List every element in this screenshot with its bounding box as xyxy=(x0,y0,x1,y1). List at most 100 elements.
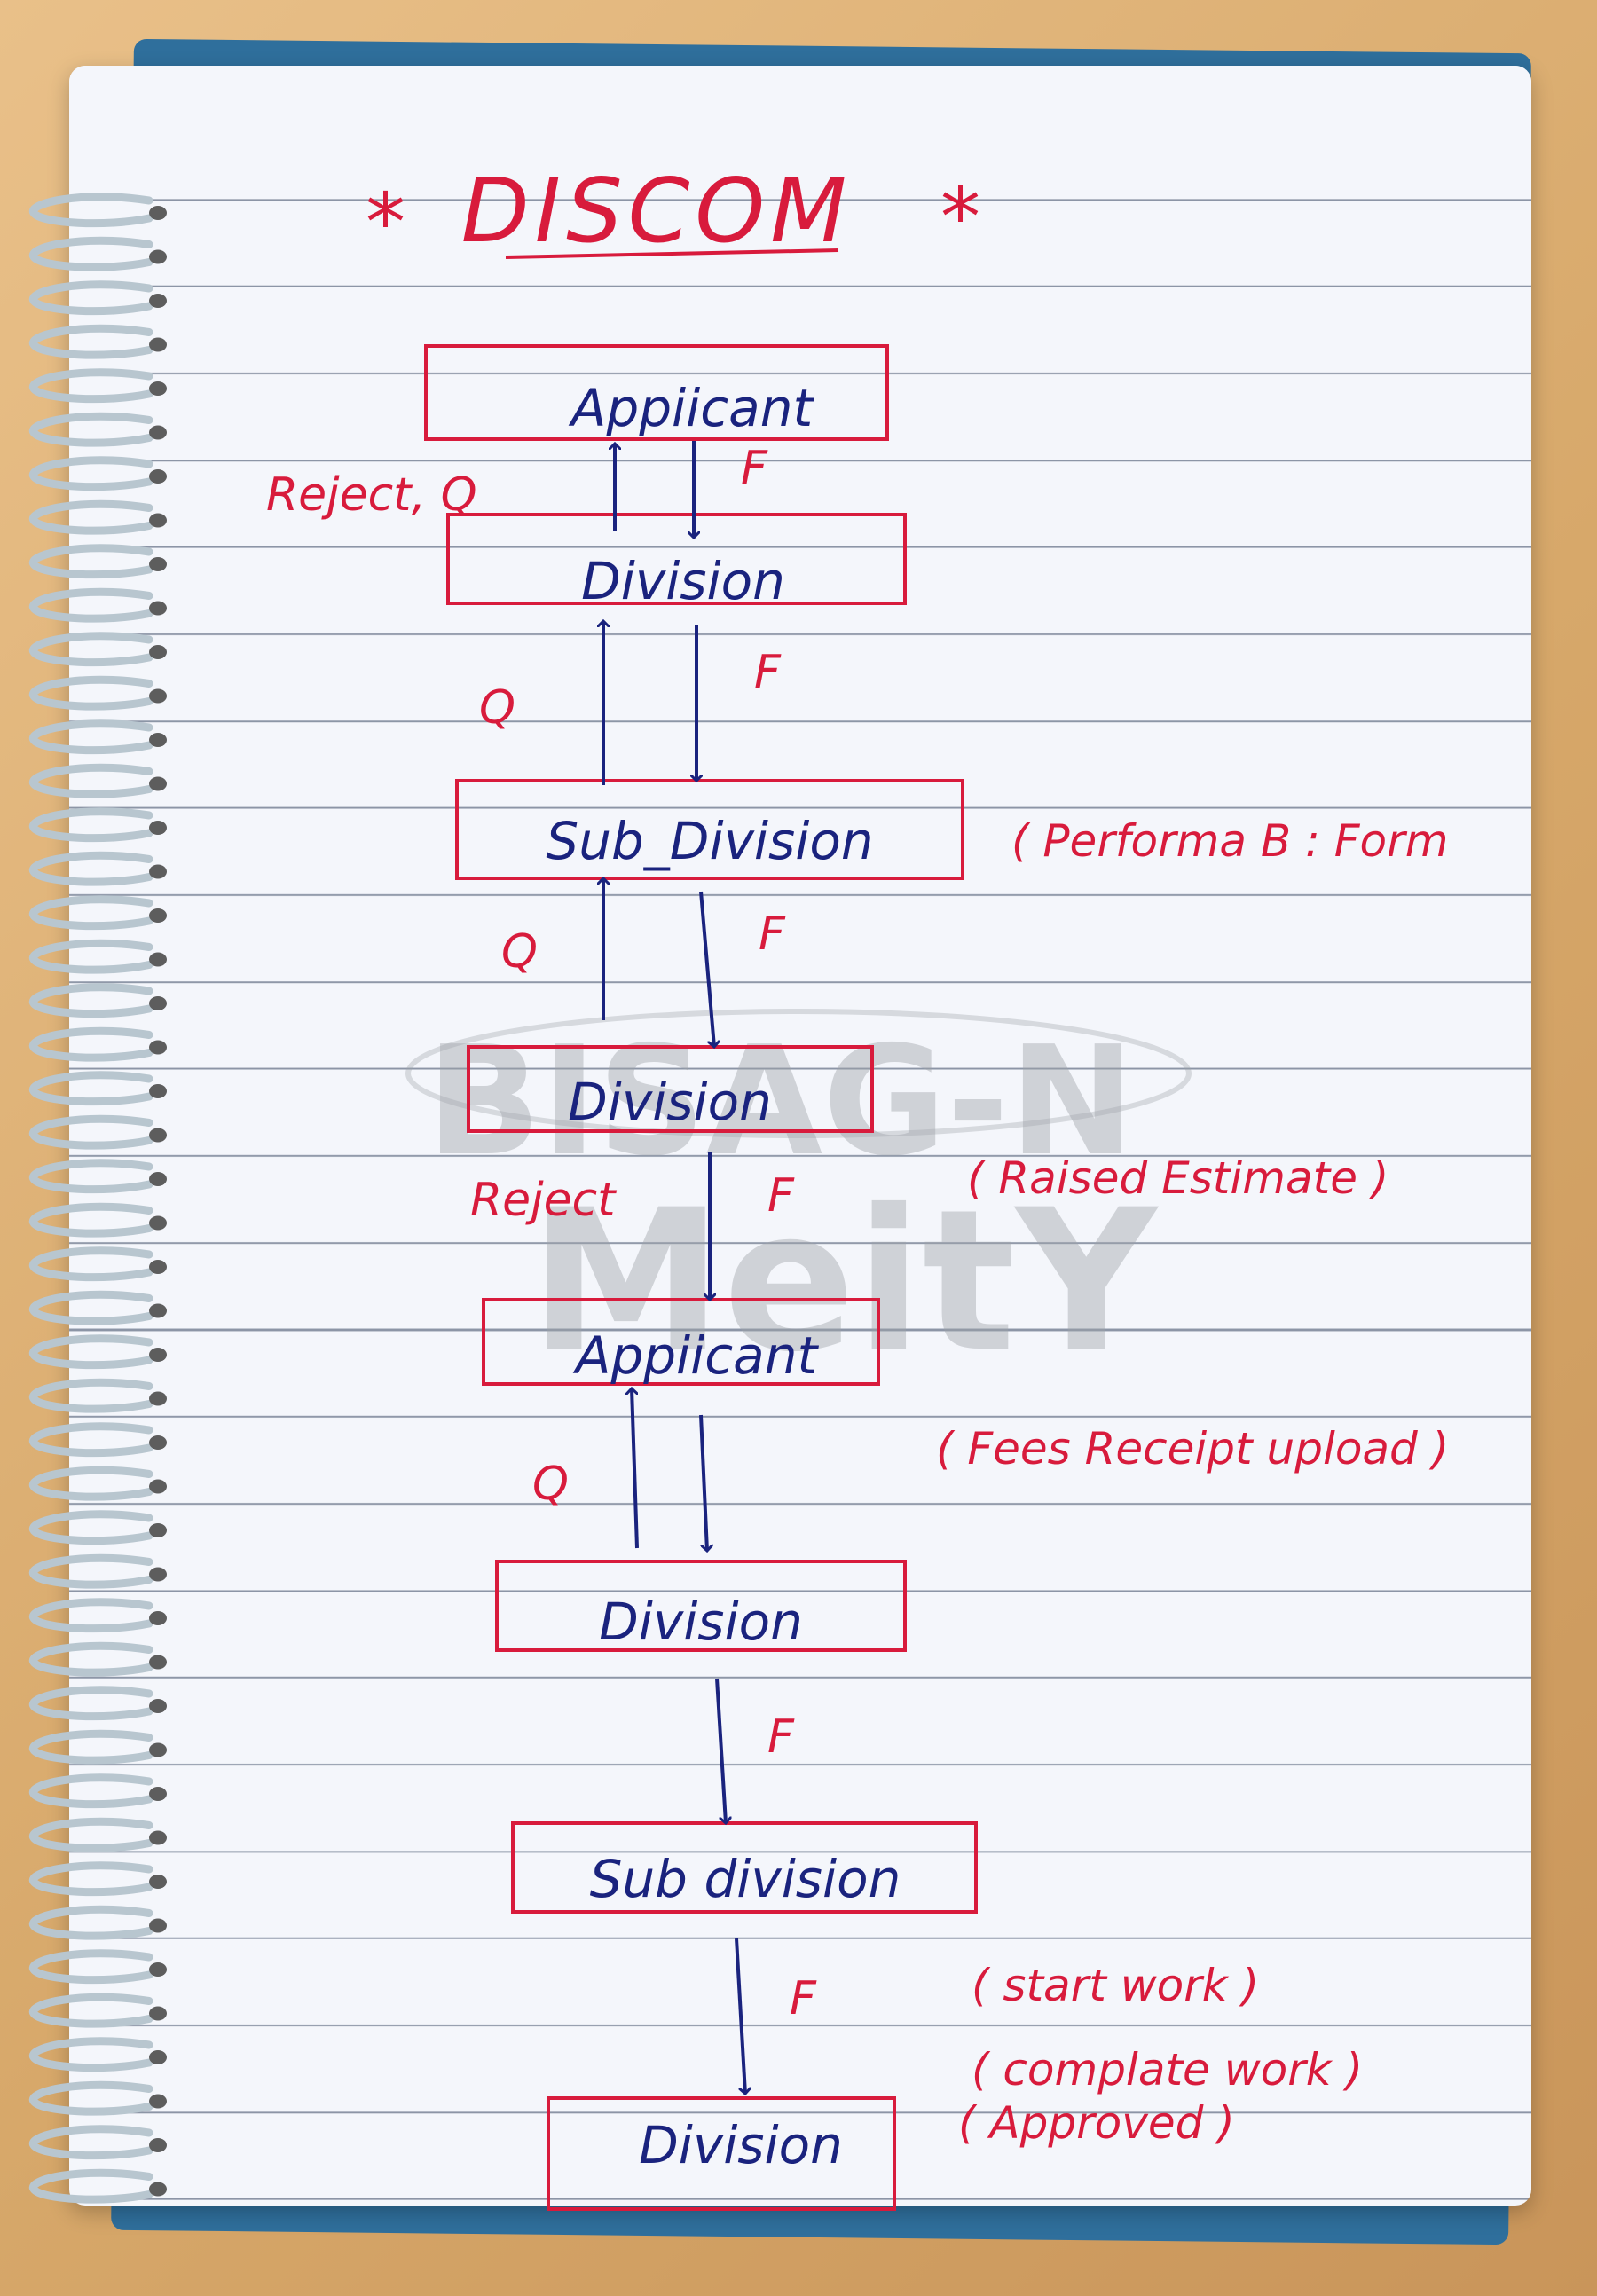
node-box-7 xyxy=(511,1821,978,1914)
punch-hole xyxy=(149,1084,167,1098)
spiral-coil xyxy=(28,1378,153,1413)
spiral-coil xyxy=(28,1686,153,1721)
spiral-coil xyxy=(28,1993,153,2028)
note-raised-estimate: ( Raised Estimate ) xyxy=(967,1152,1389,1204)
spiral-coil xyxy=(28,1510,153,1545)
spiral-coil xyxy=(28,1729,153,1765)
node-labels: Appiicant Division Sub_Division Division… xyxy=(546,378,901,2175)
punch-hole xyxy=(149,1830,167,1845)
punch-hole xyxy=(149,996,167,1010)
punch-hole xyxy=(149,2182,167,2197)
edge-label-f-5: F xyxy=(767,1710,795,1764)
punch-hole xyxy=(149,688,167,704)
punch-hole xyxy=(149,908,167,923)
spiral-coil xyxy=(28,368,153,404)
punch-hole xyxy=(149,821,167,835)
spiral-coil xyxy=(28,2168,153,2204)
punch-hole xyxy=(149,733,167,747)
punch-hole xyxy=(149,1742,167,1757)
spiral-coil xyxy=(28,324,153,359)
punch-hole xyxy=(149,1875,167,1889)
node-label-division-2: Division xyxy=(568,1072,772,1132)
spiral-coil xyxy=(28,807,153,843)
node-box-6 xyxy=(495,1560,907,1652)
edge-label-f-2: F xyxy=(754,646,782,699)
node-box-8 xyxy=(547,2096,896,2211)
node-label-division-1: Division xyxy=(581,551,785,611)
spiral-coil xyxy=(28,1071,153,1106)
punch-hole xyxy=(149,2006,167,2021)
spiral-coil xyxy=(28,895,153,931)
punch-hole xyxy=(149,1128,167,1143)
punch-hole xyxy=(149,1260,167,1274)
punch-hole xyxy=(149,469,167,484)
node-box-4 xyxy=(467,1045,874,1133)
note-performa: ( Performa B : Form xyxy=(1011,815,1448,867)
spiral-coil xyxy=(28,1817,153,1852)
node-label-applicant-1: Appiicant xyxy=(568,378,815,438)
spiral-coil xyxy=(28,1114,153,1150)
spiral-coil xyxy=(28,544,153,579)
title-star-right: * xyxy=(940,171,980,264)
punch-hole xyxy=(149,513,167,528)
punch-hole xyxy=(149,2050,167,2064)
spiral-coil xyxy=(28,1949,153,1985)
punch-hole xyxy=(149,294,167,308)
note-fees-receipt: ( Fees Receipt upload ) xyxy=(936,1423,1449,1474)
punch-hole xyxy=(149,1918,167,1933)
spiral-coil xyxy=(28,763,153,798)
punch-hole xyxy=(149,2094,167,2109)
note-start-work: ( start work ) xyxy=(972,1960,1259,2011)
punch-hole xyxy=(149,1567,167,1582)
spiral-coil xyxy=(28,1466,153,1501)
node-label-sub-division-1: Sub_Division xyxy=(546,811,873,871)
punch-hole xyxy=(149,1040,167,1055)
watermark: BISAG-N MeitY xyxy=(405,1009,1192,1395)
node-label-division-4: Division xyxy=(639,2115,843,2175)
punch-hole xyxy=(149,381,167,396)
spiral-coil xyxy=(28,1290,153,1325)
node-label-applicant-2: Appiicant xyxy=(572,1325,820,1386)
spiral-coil xyxy=(28,1246,153,1282)
spiral-coil xyxy=(28,236,153,271)
spiral-coil xyxy=(28,2080,153,2116)
punch-hole xyxy=(149,645,167,659)
watermark-line1: BISAG-N xyxy=(426,1014,1135,1190)
spiral-coil xyxy=(28,587,153,623)
spiral-coil xyxy=(28,1159,153,1194)
punch-hole xyxy=(149,1435,167,1450)
spiral-coil xyxy=(28,1422,153,1458)
node-label-division-3: Division xyxy=(599,1592,803,1652)
spiral-coil xyxy=(28,1598,153,1633)
spiral-coil xyxy=(28,2037,153,2072)
node-box-2 xyxy=(446,513,907,605)
spiral-coil xyxy=(28,456,153,491)
punch-hole xyxy=(149,952,167,967)
spiral-coil xyxy=(28,1553,153,1589)
punch-hole xyxy=(149,1611,167,1625)
spiral-coil xyxy=(28,1202,153,1238)
punch-hole xyxy=(149,1172,167,1186)
page-title: DISCOM xyxy=(461,159,853,263)
spiral-coil xyxy=(28,193,153,228)
punch-hole xyxy=(149,776,167,791)
spiral-coil xyxy=(28,2125,153,2160)
punch-hole xyxy=(149,1699,167,1713)
note-complate-work: ( complate work ) xyxy=(972,2044,1363,2095)
spiral-coil xyxy=(28,1861,153,1897)
spiral-coil xyxy=(28,632,153,667)
punch-hole xyxy=(149,1215,167,1231)
punch-hole xyxy=(149,249,167,264)
arrow-down-7 xyxy=(735,1938,745,2094)
spiral-coil xyxy=(28,851,153,886)
side-notes: ( Performa B : Form ( Raised Estimate ) … xyxy=(936,815,1449,2149)
spiral-coil xyxy=(28,499,153,535)
edge-label-reject: Reject xyxy=(470,1174,617,1227)
notebook-page xyxy=(69,66,1531,2206)
punch-hole xyxy=(149,337,167,352)
node-box-5 xyxy=(482,1298,880,1386)
punch-hole xyxy=(149,425,167,440)
arrow-down-6 xyxy=(715,1678,726,1823)
edge-label-reject-q: Reject, Q xyxy=(266,468,477,522)
